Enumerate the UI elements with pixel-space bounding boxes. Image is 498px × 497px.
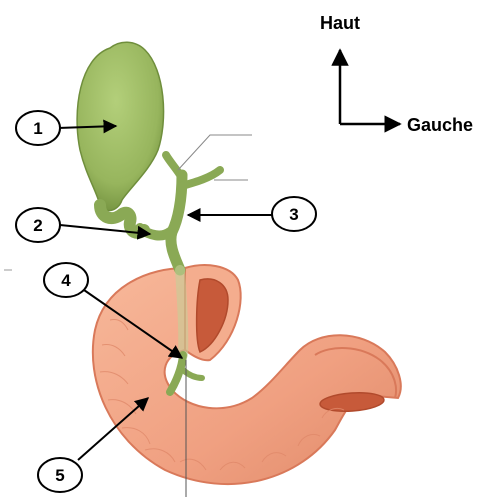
- label-3: 3: [272, 197, 316, 231]
- duodenum: [93, 265, 401, 484]
- label-5: 5: [38, 458, 82, 492]
- label-1: 1: [16, 111, 60, 145]
- gallbladder: [77, 42, 163, 233]
- orientation-compass: Haut Gauche: [320, 13, 473, 135]
- svg-text:4: 4: [61, 271, 71, 290]
- label-4: 4: [44, 263, 88, 297]
- label-2: 2: [16, 208, 60, 242]
- compass-right-label: Gauche: [407, 115, 473, 135]
- compass-up-label: Haut: [320, 13, 360, 33]
- svg-text:3: 3: [289, 205, 298, 224]
- svg-text:5: 5: [55, 466, 64, 485]
- svg-text:2: 2: [33, 216, 42, 235]
- svg-text:1: 1: [33, 119, 42, 138]
